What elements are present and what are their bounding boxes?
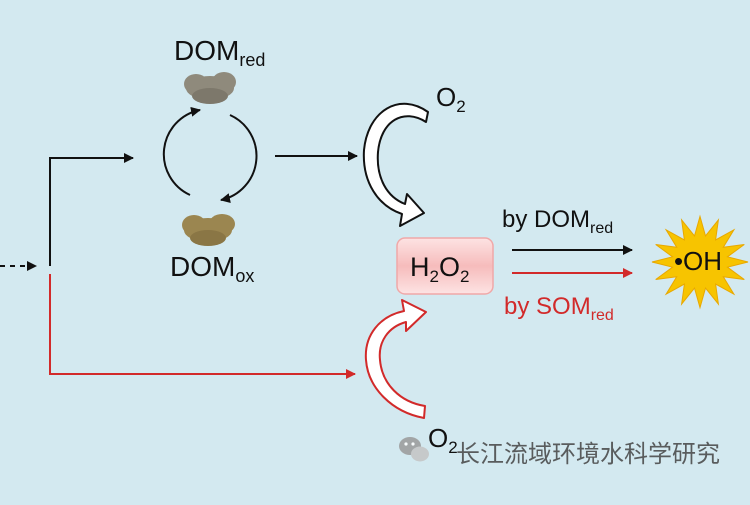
watermark: 长江流域环境水科学研究 <box>399 437 720 468</box>
o2-bottom-label: O2 <box>428 423 458 457</box>
h2o2-box: H2O2 <box>396 237 494 295</box>
by-som-red-label: by SOMred <box>504 293 614 324</box>
dom-red-cloud <box>184 72 236 104</box>
dom-ox-label: DOMox <box>170 251 254 286</box>
o2-top-curved-arrow <box>362 102 429 227</box>
wechat-icon <box>399 437 429 462</box>
dom-redox-cycle <box>162 106 258 203</box>
oh-label: •OH <box>674 246 722 276</box>
h2o2-label: H2O2 <box>410 252 469 286</box>
dom-ox-cloud <box>182 214 235 246</box>
o2-top-label: O2 <box>436 82 466 116</box>
o2-bottom-curved-arrow <box>364 299 427 419</box>
by-dom-red-label: by DOMred <box>502 206 613 237</box>
watermark-text: 长江流域环境水科学研究 <box>456 441 720 468</box>
oh-radical-star: •OH <box>651 214 749 310</box>
black-branch-arrow <box>49 153 134 266</box>
dom-red-label: DOMred <box>174 35 265 70</box>
red-branch-arrow <box>49 274 356 379</box>
